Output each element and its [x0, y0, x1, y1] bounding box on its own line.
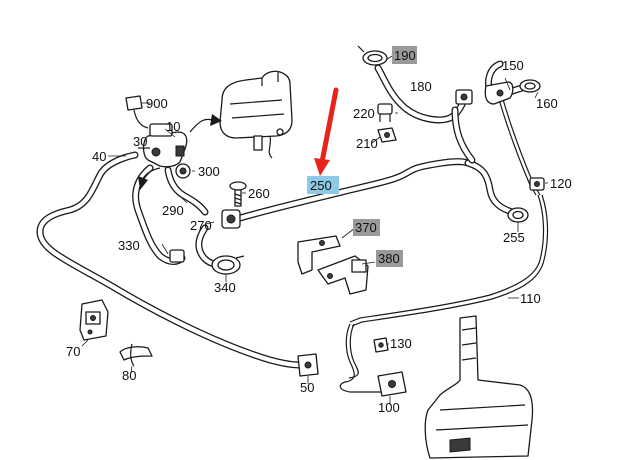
washer-reservoir: [424, 315, 534, 459]
pump-150: [484, 81, 514, 105]
connector-120: [529, 177, 545, 191]
callout-30: 30: [133, 134, 147, 149]
callout-100: 100: [378, 400, 400, 415]
highlight-190: [392, 46, 417, 64]
callout-270: 270: [190, 218, 212, 233]
callout-80: 80: [122, 368, 136, 383]
highlight-250: [307, 176, 339, 194]
callout-220: 220: [353, 106, 375, 121]
red-pointer-arrow: [314, 87, 339, 176]
callout-340: 340: [214, 280, 236, 295]
bracket-380: [317, 255, 369, 295]
clip-130: [373, 337, 389, 353]
flow-arrow: [138, 114, 222, 190]
callout-50: 50: [300, 380, 314, 395]
callout-250: 250: [310, 178, 332, 193]
callout-210: 210: [356, 136, 378, 151]
callout-330: 330: [118, 238, 140, 253]
clamp-190: [357, 45, 388, 66]
clamp-160: [519, 79, 541, 93]
connector-270: [221, 209, 241, 229]
callout-70: 70: [66, 344, 80, 359]
callout-110: 110: [520, 291, 541, 306]
clip-220: [377, 103, 393, 122]
callout-380: 380: [378, 251, 400, 266]
connector-180: [455, 89, 473, 105]
callout-180: 180: [410, 79, 432, 94]
callout-190: 190: [394, 48, 416, 63]
bracket-70: [79, 299, 109, 341]
highlight-370: [353, 219, 380, 236]
bracket-370: [297, 235, 341, 275]
leader-lines: [81, 55, 548, 405]
callout-370: 370: [355, 220, 377, 235]
callout-150: 150: [502, 58, 524, 73]
callout-900: 900: [146, 96, 168, 111]
pump-assembly: [125, 95, 188, 168]
bolt-260: [229, 181, 247, 207]
callout-130: 130: [390, 336, 412, 351]
callout-120: 120: [550, 176, 572, 191]
clamp-255: [507, 207, 529, 223]
clamp-340: [211, 255, 245, 275]
callout-160: 160: [536, 96, 558, 111]
callout-300: 300: [198, 164, 220, 179]
highlight-380: [376, 250, 403, 267]
line-100: [339, 323, 385, 393]
callout-10: 10: [166, 119, 180, 134]
callout-290: 290: [162, 203, 184, 218]
pump-100: [377, 371, 407, 397]
strap-80: [119, 343, 153, 367]
connector-330: [169, 249, 185, 263]
callout-255: 255: [503, 230, 525, 245]
expansion-tank: [219, 70, 293, 159]
hose-290: [164, 166, 209, 216]
bracket-210: [377, 127, 397, 143]
callout-40: 40: [92, 149, 106, 164]
hose-40: [36, 151, 304, 369]
callout-260: 260: [248, 186, 270, 201]
hose-180: [374, 64, 476, 164]
hose-250: [236, 158, 516, 222]
clamp-300: [175, 163, 191, 179]
clip-50: [297, 353, 319, 377]
